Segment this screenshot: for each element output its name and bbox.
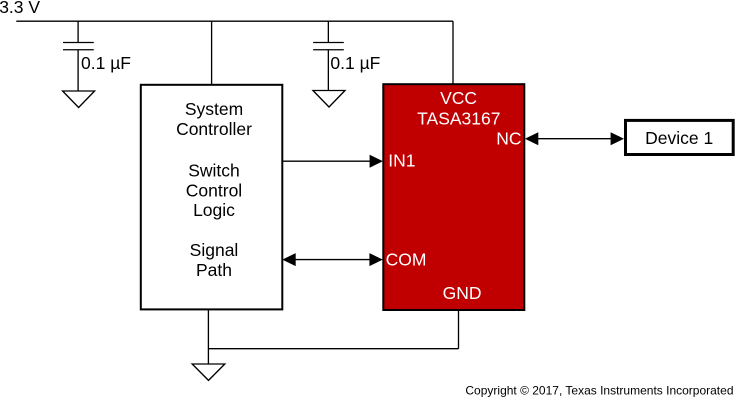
svg-text:0.1 µF: 0.1 µF [81,53,131,73]
svg-text:0.1 µF: 0.1 µF [330,53,380,73]
svg-text:System: System [185,99,243,119]
svg-text:Device 1: Device 1 [645,128,713,148]
svg-text:Controller: Controller [176,119,252,139]
svg-text:IN1: IN1 [388,151,415,171]
svg-text:Control: Control [186,180,242,200]
svg-text:3.3 V: 3.3 V [0,0,40,17]
svg-text:VCC: VCC [440,88,477,108]
svg-text:TASA3167: TASA3167 [417,109,500,129]
svg-text:Copyright © 2017, Texas Instru: Copyright © 2017, Texas Instruments Inco… [465,384,733,398]
svg-text:Path: Path [196,260,232,280]
svg-text:COM: COM [386,250,427,270]
svg-text:GND: GND [443,283,482,303]
svg-text:Logic: Logic [193,200,235,220]
svg-text:Signal: Signal [190,240,239,260]
svg-text:Switch: Switch [188,161,240,181]
svg-text:NC: NC [496,128,521,148]
